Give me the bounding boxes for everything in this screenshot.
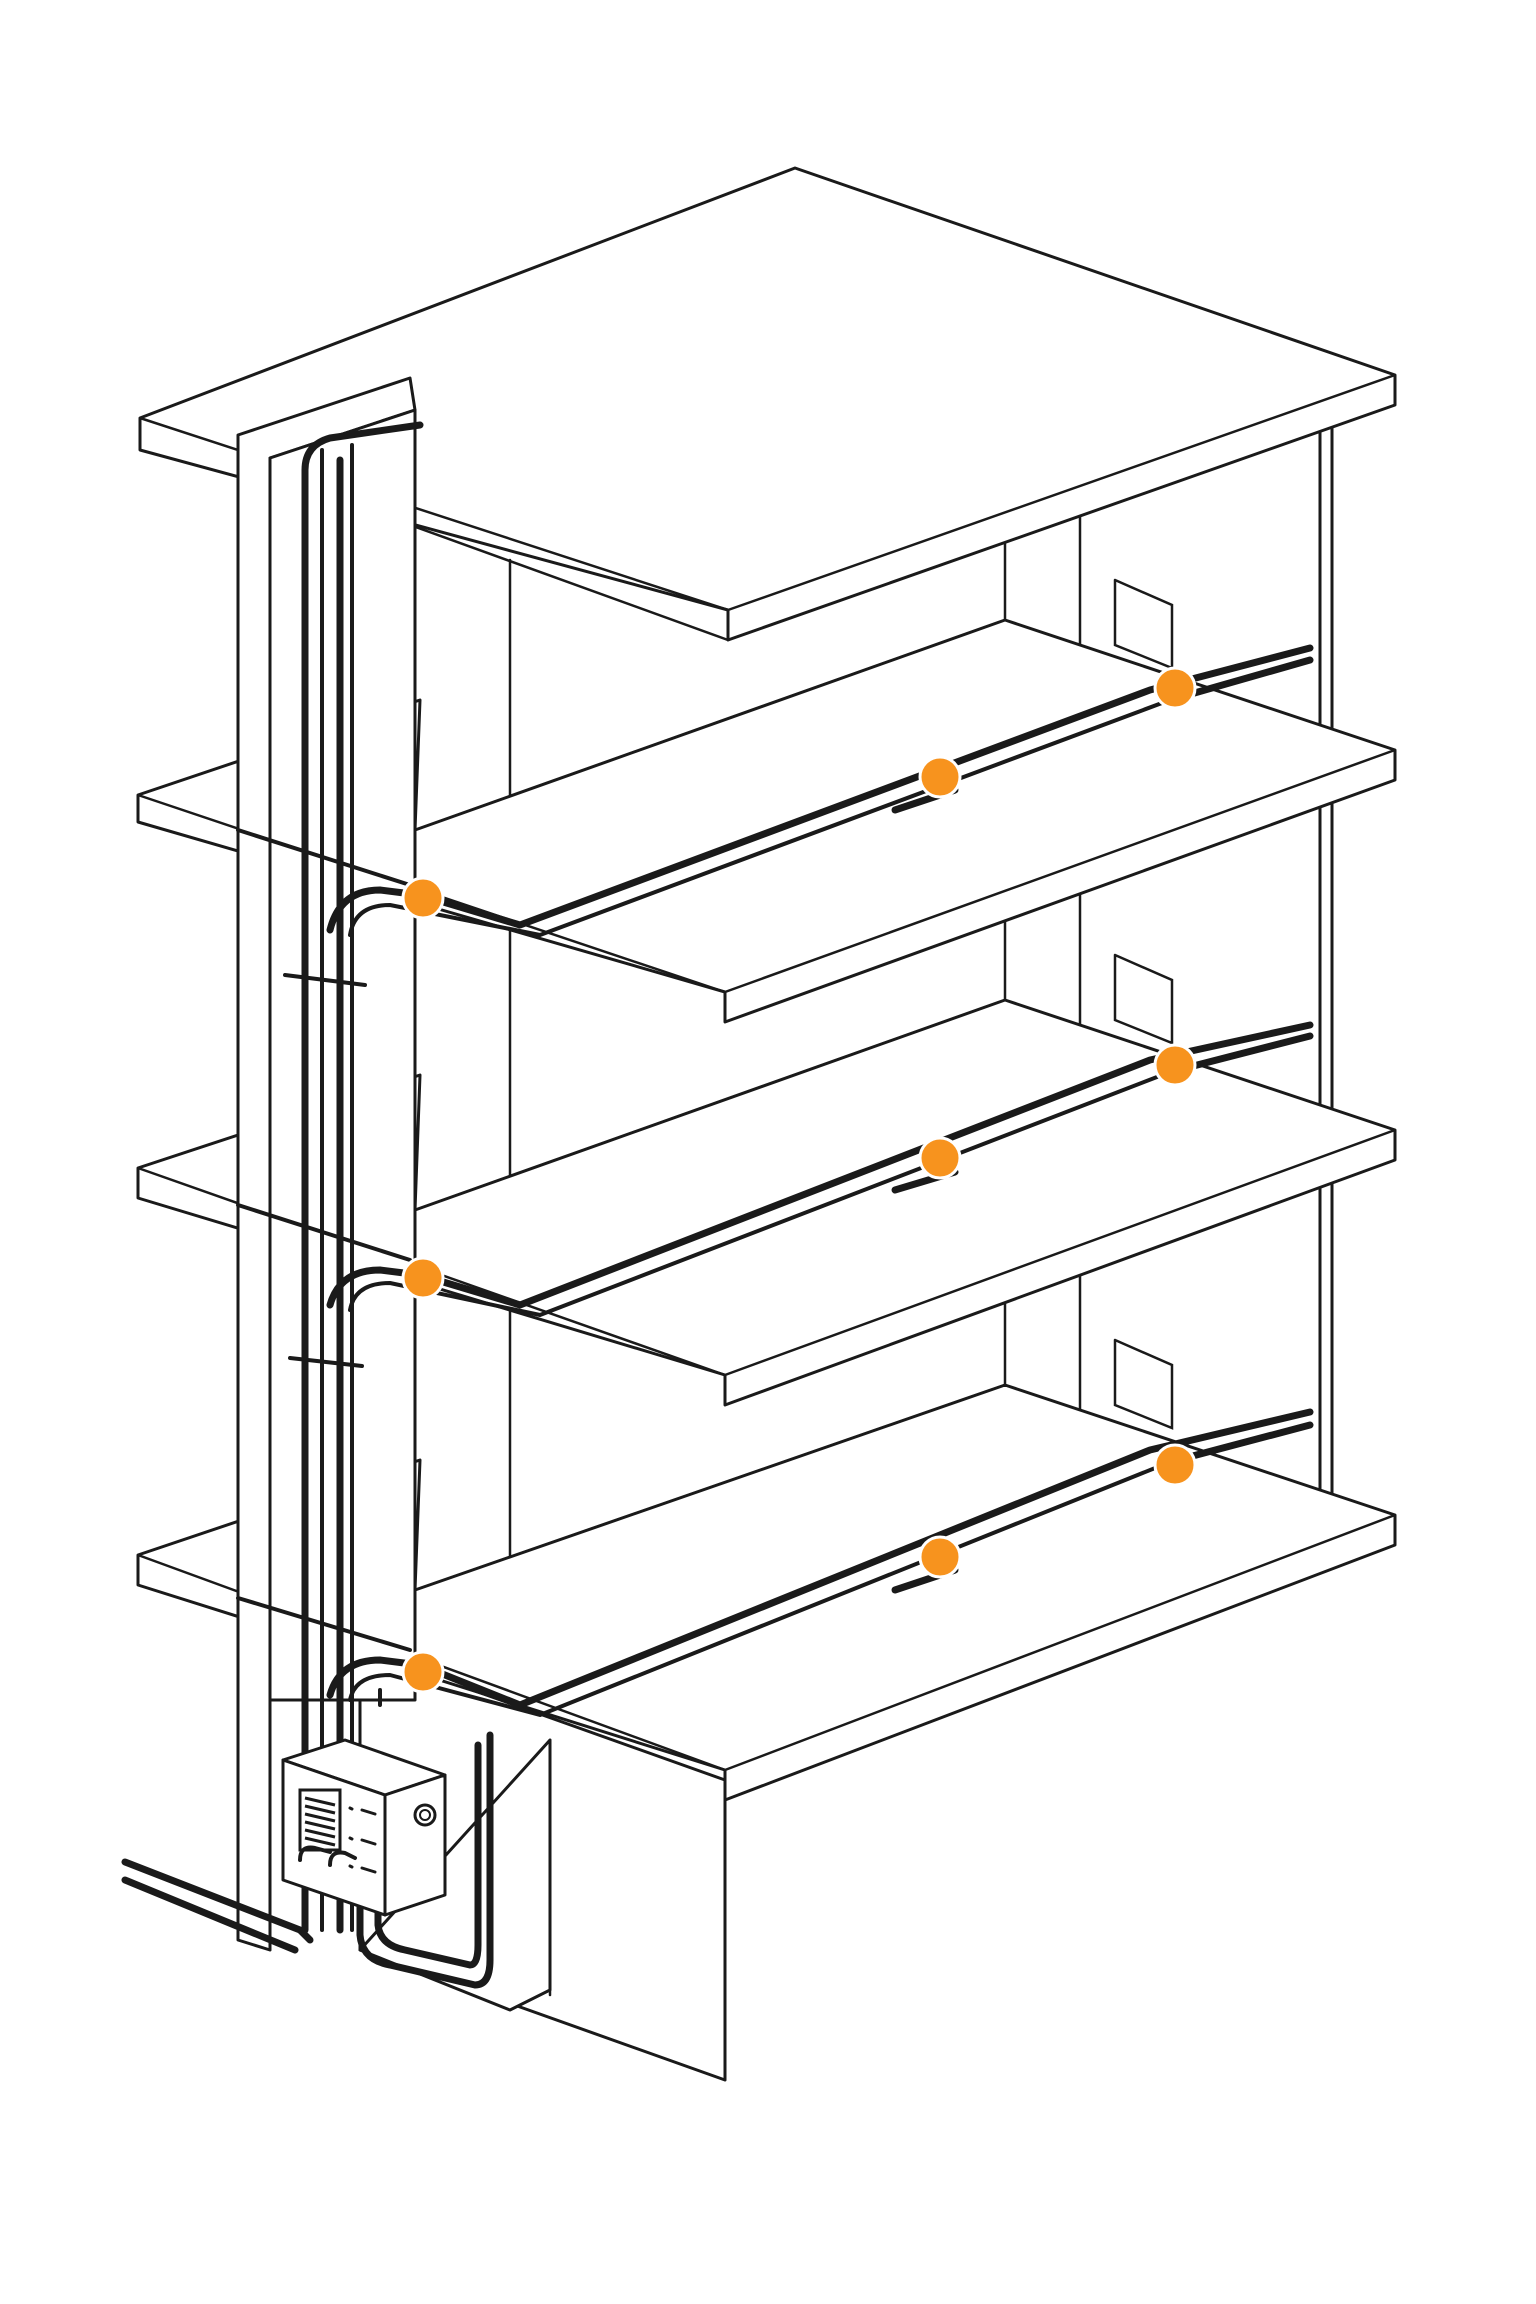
connection-point-icon <box>1153 1443 1197 1487</box>
connection-point-icon <box>401 1256 445 1300</box>
connection-point-icon <box>918 755 962 799</box>
building-structure <box>358 416 1334 2082</box>
connection-point-icon <box>918 1535 962 1579</box>
connection-point-icon <box>918 1136 962 1180</box>
niche-floor-2 <box>1113 953 1174 1045</box>
distribution-panel-icon <box>281 1738 447 1917</box>
right-column <box>1318 416 1334 1506</box>
connection-point-icon <box>401 1650 445 1694</box>
connection-points <box>401 666 1197 1694</box>
riser-cable-1 <box>301 421 424 1934</box>
connection-point-icon <box>1153 666 1197 710</box>
niche-floor-3 <box>1113 578 1174 670</box>
connection-point-icon <box>1153 1043 1197 1087</box>
connection-point-icon <box>401 876 445 920</box>
riser-cables <box>236 421 424 1934</box>
niche-floor-1 <box>1113 1338 1174 1430</box>
incoming-supply-cables <box>121 1688 494 1989</box>
